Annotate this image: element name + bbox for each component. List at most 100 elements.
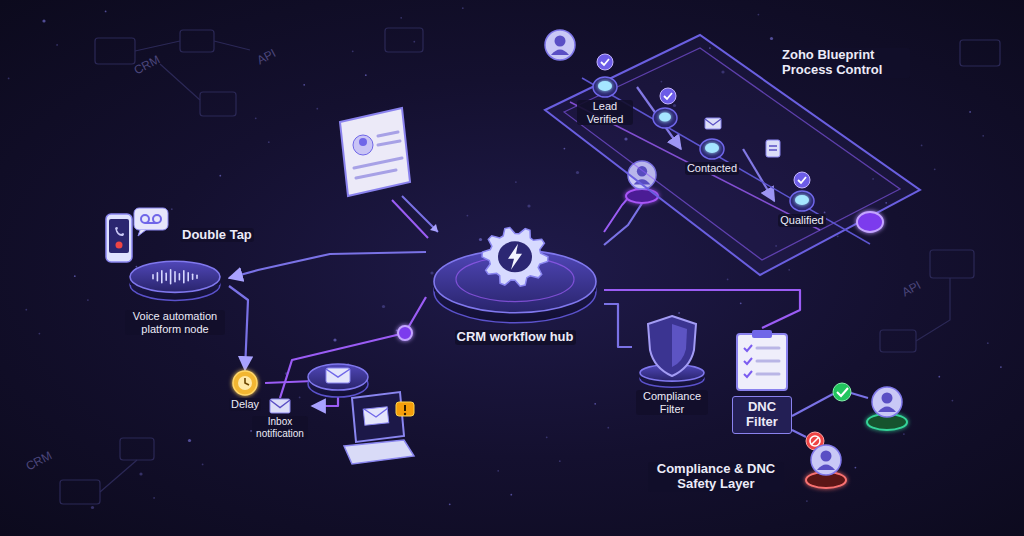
band-outline (769, 146, 777, 150)
node-label: Qualified (778, 214, 825, 227)
star-field (42, 19, 45, 22)
star-field (56, 44, 58, 46)
outcome-lines (792, 393, 868, 437)
star-field (153, 497, 155, 499)
clip-icon (757, 347, 779, 350)
band-outline (794, 172, 810, 188)
star-field (136, 266, 138, 268)
disc-icon (174, 272, 176, 282)
phone-icon (145, 222, 157, 224)
disc-icon (170, 270, 172, 284)
clip-icon (737, 334, 787, 390)
step-icon (598, 81, 612, 91)
star-field (934, 168, 936, 170)
band-outline (582, 78, 870, 244)
band-outline (705, 118, 721, 129)
allowed-lead (833, 383, 851, 401)
hub-node: CRM workflow hub (426, 212, 604, 345)
band-outline (545, 35, 920, 275)
star-field (400, 17, 402, 19)
star-field (25, 309, 27, 311)
watermark: CRM (24, 449, 55, 474)
band-outline (601, 59, 609, 65)
star-field (105, 11, 107, 13)
connector (604, 290, 800, 328)
band-heading: Zoho Blueprint Process Control (780, 48, 910, 78)
star-field (788, 269, 790, 271)
laptop (344, 440, 414, 464)
laptop (364, 408, 388, 417)
watermark: API (900, 279, 924, 300)
laptop (363, 407, 389, 425)
star-field (219, 175, 221, 177)
card-link (430, 224, 438, 232)
star-field (430, 271, 433, 274)
star-field (497, 470, 499, 472)
star-field (678, 312, 680, 314)
layer-label: Compliance & DNC Safety Layer (648, 462, 784, 492)
phone-icon (115, 227, 124, 236)
coin-icon (233, 371, 257, 395)
phone-icon (138, 230, 146, 236)
step-icon (705, 143, 719, 153)
star-field (188, 439, 191, 442)
star-field (855, 467, 857, 469)
star-field (770, 37, 773, 40)
shield-icon (648, 316, 696, 376)
laptop (396, 402, 414, 416)
star-field (758, 14, 760, 16)
node-label: Voice automation platform node (125, 310, 225, 335)
card-link (392, 200, 428, 238)
env-icon (270, 400, 290, 408)
clip-icon (744, 371, 752, 377)
gear-icon (482, 227, 548, 286)
disc-icon (196, 275, 198, 278)
gear-icon (508, 244, 522, 270)
star-field (171, 208, 173, 210)
star-field (91, 506, 94, 509)
star-field (727, 279, 729, 281)
card-link (402, 196, 438, 232)
shield-icon (672, 324, 687, 367)
star-field (527, 204, 530, 207)
disc-icon (127, 256, 223, 308)
profile-card (353, 135, 373, 155)
watermark: API (255, 47, 279, 68)
star-field (987, 342, 989, 344)
star-field (352, 50, 354, 52)
band-outline (653, 108, 677, 128)
band-outline (659, 113, 671, 122)
disc-icon (152, 275, 154, 279)
band-outline (564, 48, 900, 260)
star-field (952, 400, 954, 402)
star-field (546, 436, 548, 438)
process-step: Lead Verified (573, 76, 637, 125)
star-field (87, 299, 89, 301)
star-field (299, 397, 301, 399)
profile-card (354, 132, 402, 178)
blocked-lead (806, 432, 846, 488)
step-icon (795, 195, 809, 205)
star-field (74, 275, 76, 277)
phone-icon (134, 208, 168, 230)
star-field (462, 7, 464, 9)
node-label: CRM workflow hub (455, 330, 576, 345)
email-node (308, 364, 368, 397)
clip-icon (752, 330, 772, 338)
star-field (607, 427, 609, 429)
star-field (467, 215, 469, 217)
phone-icon (106, 214, 132, 262)
band-outline (798, 177, 806, 183)
star-field (1000, 366, 1002, 368)
outcome-lines (851, 393, 868, 398)
delay-node: Delay (225, 370, 265, 411)
star-field (365, 74, 367, 76)
node-label: Double Tap (180, 228, 254, 243)
star-field (202, 464, 204, 466)
faint-diagram (60, 480, 100, 504)
star-field (479, 238, 482, 241)
clip-icon (757, 360, 779, 363)
band-outline (705, 119, 721, 125)
